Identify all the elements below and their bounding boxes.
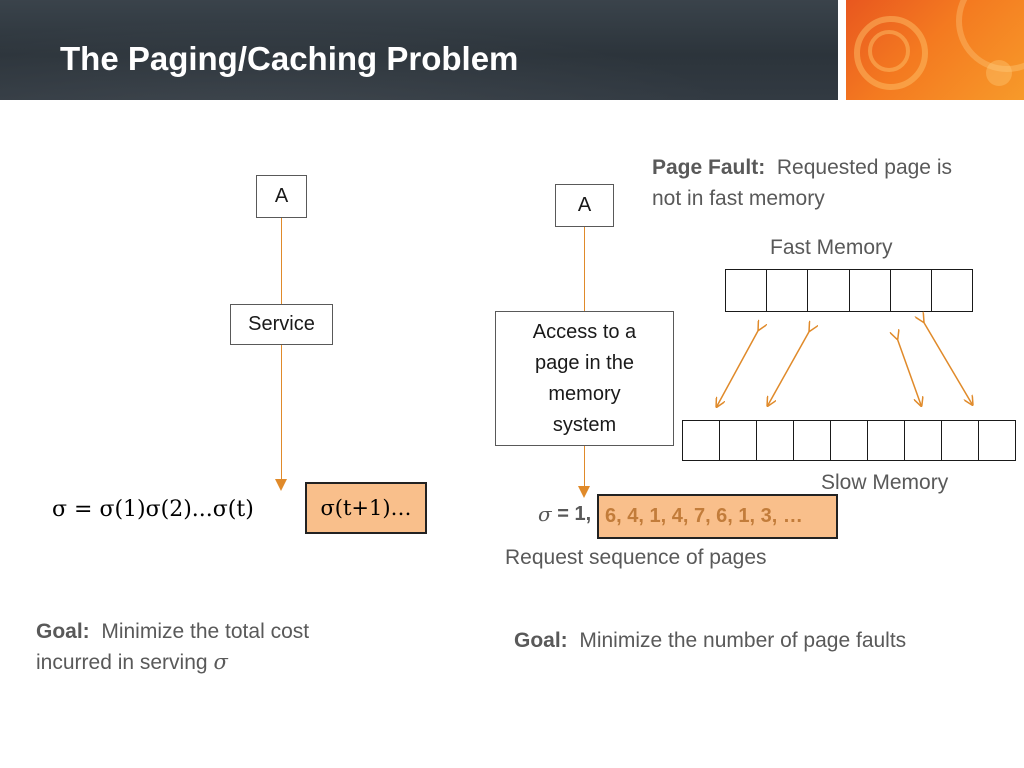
sequence-prefix: = 1, <box>551 502 597 525</box>
left-connector-bottom <box>281 345 282 481</box>
access-box-line: memory <box>548 382 621 405</box>
right-node-a: A <box>555 184 614 227</box>
goal-left: Goal: Minimize the total cost incurred i… <box>36 616 376 678</box>
transfer-arrow <box>897 338 921 405</box>
slow-memory-cells <box>682 420 1016 461</box>
service-box-label: Service <box>248 313 315 335</box>
goal-right: Goal: Minimize the number of page faults <box>514 625 994 656</box>
right-arrowhead <box>578 486 590 498</box>
right-connector-top <box>584 227 585 311</box>
slow-memory-cell <box>979 421 1016 460</box>
page-fault-label: Page Fault: <box>652 156 766 179</box>
slide-title: The Paging/Caching Problem <box>60 40 519 77</box>
request-sequence-caption: Request sequence of pages <box>505 546 767 569</box>
fast-memory-cell <box>767 270 809 311</box>
transfer-arrow <box>768 330 810 405</box>
fast-memory-label: Fast Memory <box>770 236 893 259</box>
page-fault-text: Requested page is not in fast memory <box>652 156 952 210</box>
request-sequence-left: σ = σ(1)σ(2)...σ(t) <box>52 496 254 522</box>
header-accent-decoration <box>846 0 1024 100</box>
request-sequence-right: σ = 1, <box>538 498 597 530</box>
highlighted-future-requests: σ(t+1)… <box>305 482 427 534</box>
slow-memory-cell <box>942 421 979 460</box>
decorative-dot <box>986 60 1012 86</box>
fast-memory-cell <box>891 270 932 311</box>
decorative-ring <box>956 0 1024 72</box>
slow-memory-cell <box>868 421 905 460</box>
access-box: Access to a page in the memory system <box>495 311 674 446</box>
fast-memory-cell <box>932 270 974 311</box>
slow-memory-cell <box>757 421 794 460</box>
goal-left-sigma: σ <box>213 650 228 674</box>
decorative-ring <box>868 30 910 72</box>
service-box: Service <box>230 304 333 345</box>
access-box-line: Access to a <box>532 320 637 343</box>
right-connector-bottom <box>584 446 585 488</box>
slow-memory-cell <box>720 421 757 460</box>
fast-memory-cells <box>725 269 974 312</box>
goal-right-text: Minimize the number of page faults <box>579 629 907 652</box>
slow-memory-cell <box>831 421 868 460</box>
left-connector-top <box>281 218 282 304</box>
left-node-a-label: A <box>274 185 289 207</box>
left-arrowhead <box>275 479 287 491</box>
transfer-arrow <box>717 329 759 406</box>
slow-memory-cell <box>683 421 720 460</box>
transfer-arrow <box>923 321 972 404</box>
fast-memory-cell <box>850 270 891 311</box>
slow-memory-cell <box>905 421 942 460</box>
highlighted-page-requests: 6, 4, 1, 4, 7, 6, 1, 3, … <box>597 494 838 539</box>
left-node-a: A <box>256 175 307 218</box>
goal-right-label: Goal: <box>514 629 568 652</box>
fast-memory-cell <box>726 270 768 311</box>
goal-left-text: Minimize the total cost incurred in serv… <box>36 620 310 674</box>
slow-memory-cell <box>794 421 831 460</box>
access-box-line: system <box>552 413 617 436</box>
right-node-a-label: A <box>577 194 592 216</box>
title-bar: The Paging/Caching Problem <box>0 0 838 100</box>
goal-left-label: Goal: <box>36 620 90 643</box>
slow-memory-label: Slow Memory <box>821 471 949 494</box>
access-box-line: page in the <box>535 351 634 374</box>
sequence-sigma: σ <box>538 502 552 526</box>
page-fault-definition: Page Fault: Requested page is not in fas… <box>652 152 982 214</box>
fast-memory-cell <box>808 270 850 311</box>
decorative-ring <box>854 16 928 90</box>
